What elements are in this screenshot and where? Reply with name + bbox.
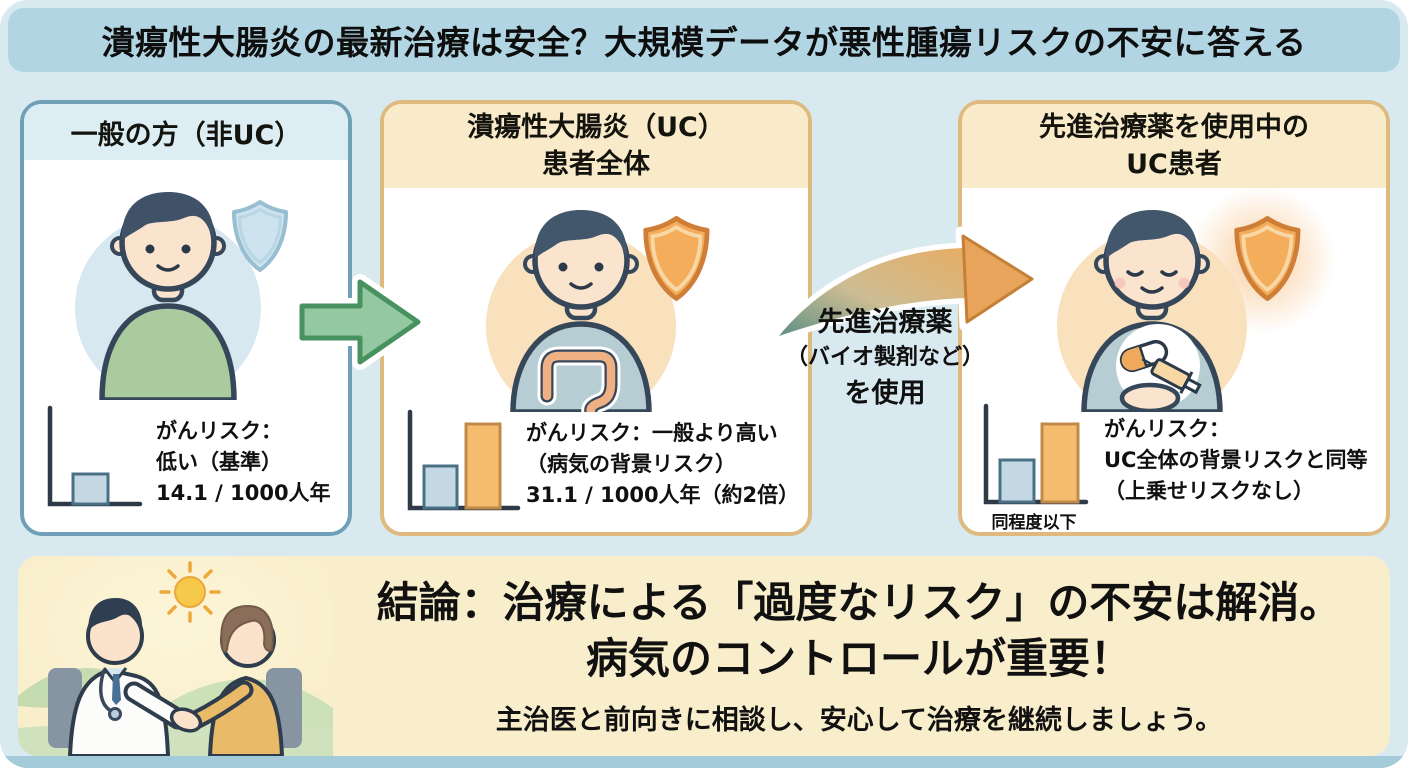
syringe-icon [1141,357,1202,395]
patient-figure [186,604,284,756]
sun-icon [159,561,221,623]
hand [1119,382,1181,412]
shield-icon [643,216,710,301]
panel-uc-all-title-line1: 潰瘍性大腸炎（UC） [467,112,725,143]
panel-uc-advanced-title-line1: 先進治療薬を使用中の [1039,112,1309,143]
bar-chart-uc-advanced [983,403,1089,505]
conclusion-line2: 病気のコントロールが重要！ [585,634,1132,683]
panel-uc-all-title-line2: 患者全体 [542,149,650,180]
conclusion-line3: 主治医と前向きに相談し、安心して治療を継続しましょう。 [495,705,1223,736]
panel-general-header: 一般の方（非UC） [24,104,348,160]
person-general-illustration [75,192,288,400]
panel-uc-advanced-header: 先進治療薬を使用中の UC患者 [962,104,1386,188]
shield-icon [1234,216,1301,301]
risk-text-uc-advanced: がんリスク： UC全体の背景リスクと同等 （上乗せリスクなし） [1104,414,1367,507]
bar-baseline [71,472,110,506]
person-advanced-illustration [1057,186,1334,412]
risk-value: 14.1 / 1000人年 [156,481,331,505]
risk-value: 31.1 / 1000人年（約2倍） [526,483,800,507]
transition-line3: を使用 [844,378,926,409]
chart-caption: 同程度以下 [991,513,1077,533]
hair [121,192,215,241]
title-banner: 潰瘍性大腸炎の最新治療は安全？大規模データが悪性腫瘍リスクの不安に答える [8,8,1400,72]
panel-general-title: 一般の方（非UC） [70,119,302,151]
risk-line: がんリスク： [156,419,282,443]
transition-label: 先進治療薬 （バイオ製剤など） を使用 [756,306,1014,410]
closed-eye [1160,270,1178,277]
conclusion-section: 結論：治療による「過度なリスク」の不安は解消。 病気のコントロールが重要！ 主治… [18,556,1390,756]
bar-chart-uc-all [407,409,521,511]
panel-uc-advanced: 先進治療薬を使用中の UC患者 [958,100,1390,536]
right-arrow-icon [294,274,426,370]
panel-uc-advanced-title-line2: UC患者 [1126,149,1222,180]
bottom-edge-strip [0,756,1408,768]
hair [534,210,628,259]
bar-uc [464,422,502,510]
bar-baseline [998,458,1036,504]
colon-icon [537,346,621,412]
risk-text-general: がんリスク： 低い（基準） 14.1 / 1000人年 [156,416,331,509]
conclusion-text: 結論：治療による「過度なリスク」の不安は解消。 病気のコントロールが重要！ 主治… [334,556,1384,756]
person-uc-illustration [486,210,710,412]
panel-uc-all-header: 潰瘍性大腸炎（UC） 患者全体 [384,104,808,188]
risk-text-uc-all: がんリスク：一般より高い （病気の背景リスク） 31.1 / 1000人年（約2… [526,418,799,511]
transition-line2: （バイオ製剤など） [785,345,984,370]
handshake [169,707,203,733]
risk-line: 低い（基準） [156,450,282,474]
doctor-figure [68,598,189,756]
closed-eye [1126,270,1144,277]
doctor-patient-illustration [18,556,333,756]
conclusion-line1: 結論：治療による「過度なリスク」の不安は解消。 [376,578,1342,627]
risk-line: がんリスク：一般より高い [526,421,778,445]
panel-uc-all: 潰瘍性大腸炎（UC） 患者全体 [380,100,812,536]
capsule-icon [1119,339,1169,373]
risk-line: （上乗せリスクなし） [1104,479,1314,503]
green-shirt [99,303,237,400]
bar-baseline [422,464,459,510]
risk-line: UC全体の背景リスクと同等 [1104,448,1368,472]
page-title: 潰瘍性大腸炎の最新治療は安全？大規模データが悪性腫瘍リスクの不安に答える [101,23,1307,62]
curved-right-arrow-icon [773,226,1042,340]
bar-chart-general [47,405,143,507]
transition-line1: 先進治療薬 [817,307,953,338]
risk-line: がんリスク： [1104,417,1230,441]
hair [1105,210,1199,259]
risk-line: （病気の背景リスク） [526,452,736,476]
shield-icon [232,200,288,272]
bar-uc-advanced [1040,422,1080,504]
